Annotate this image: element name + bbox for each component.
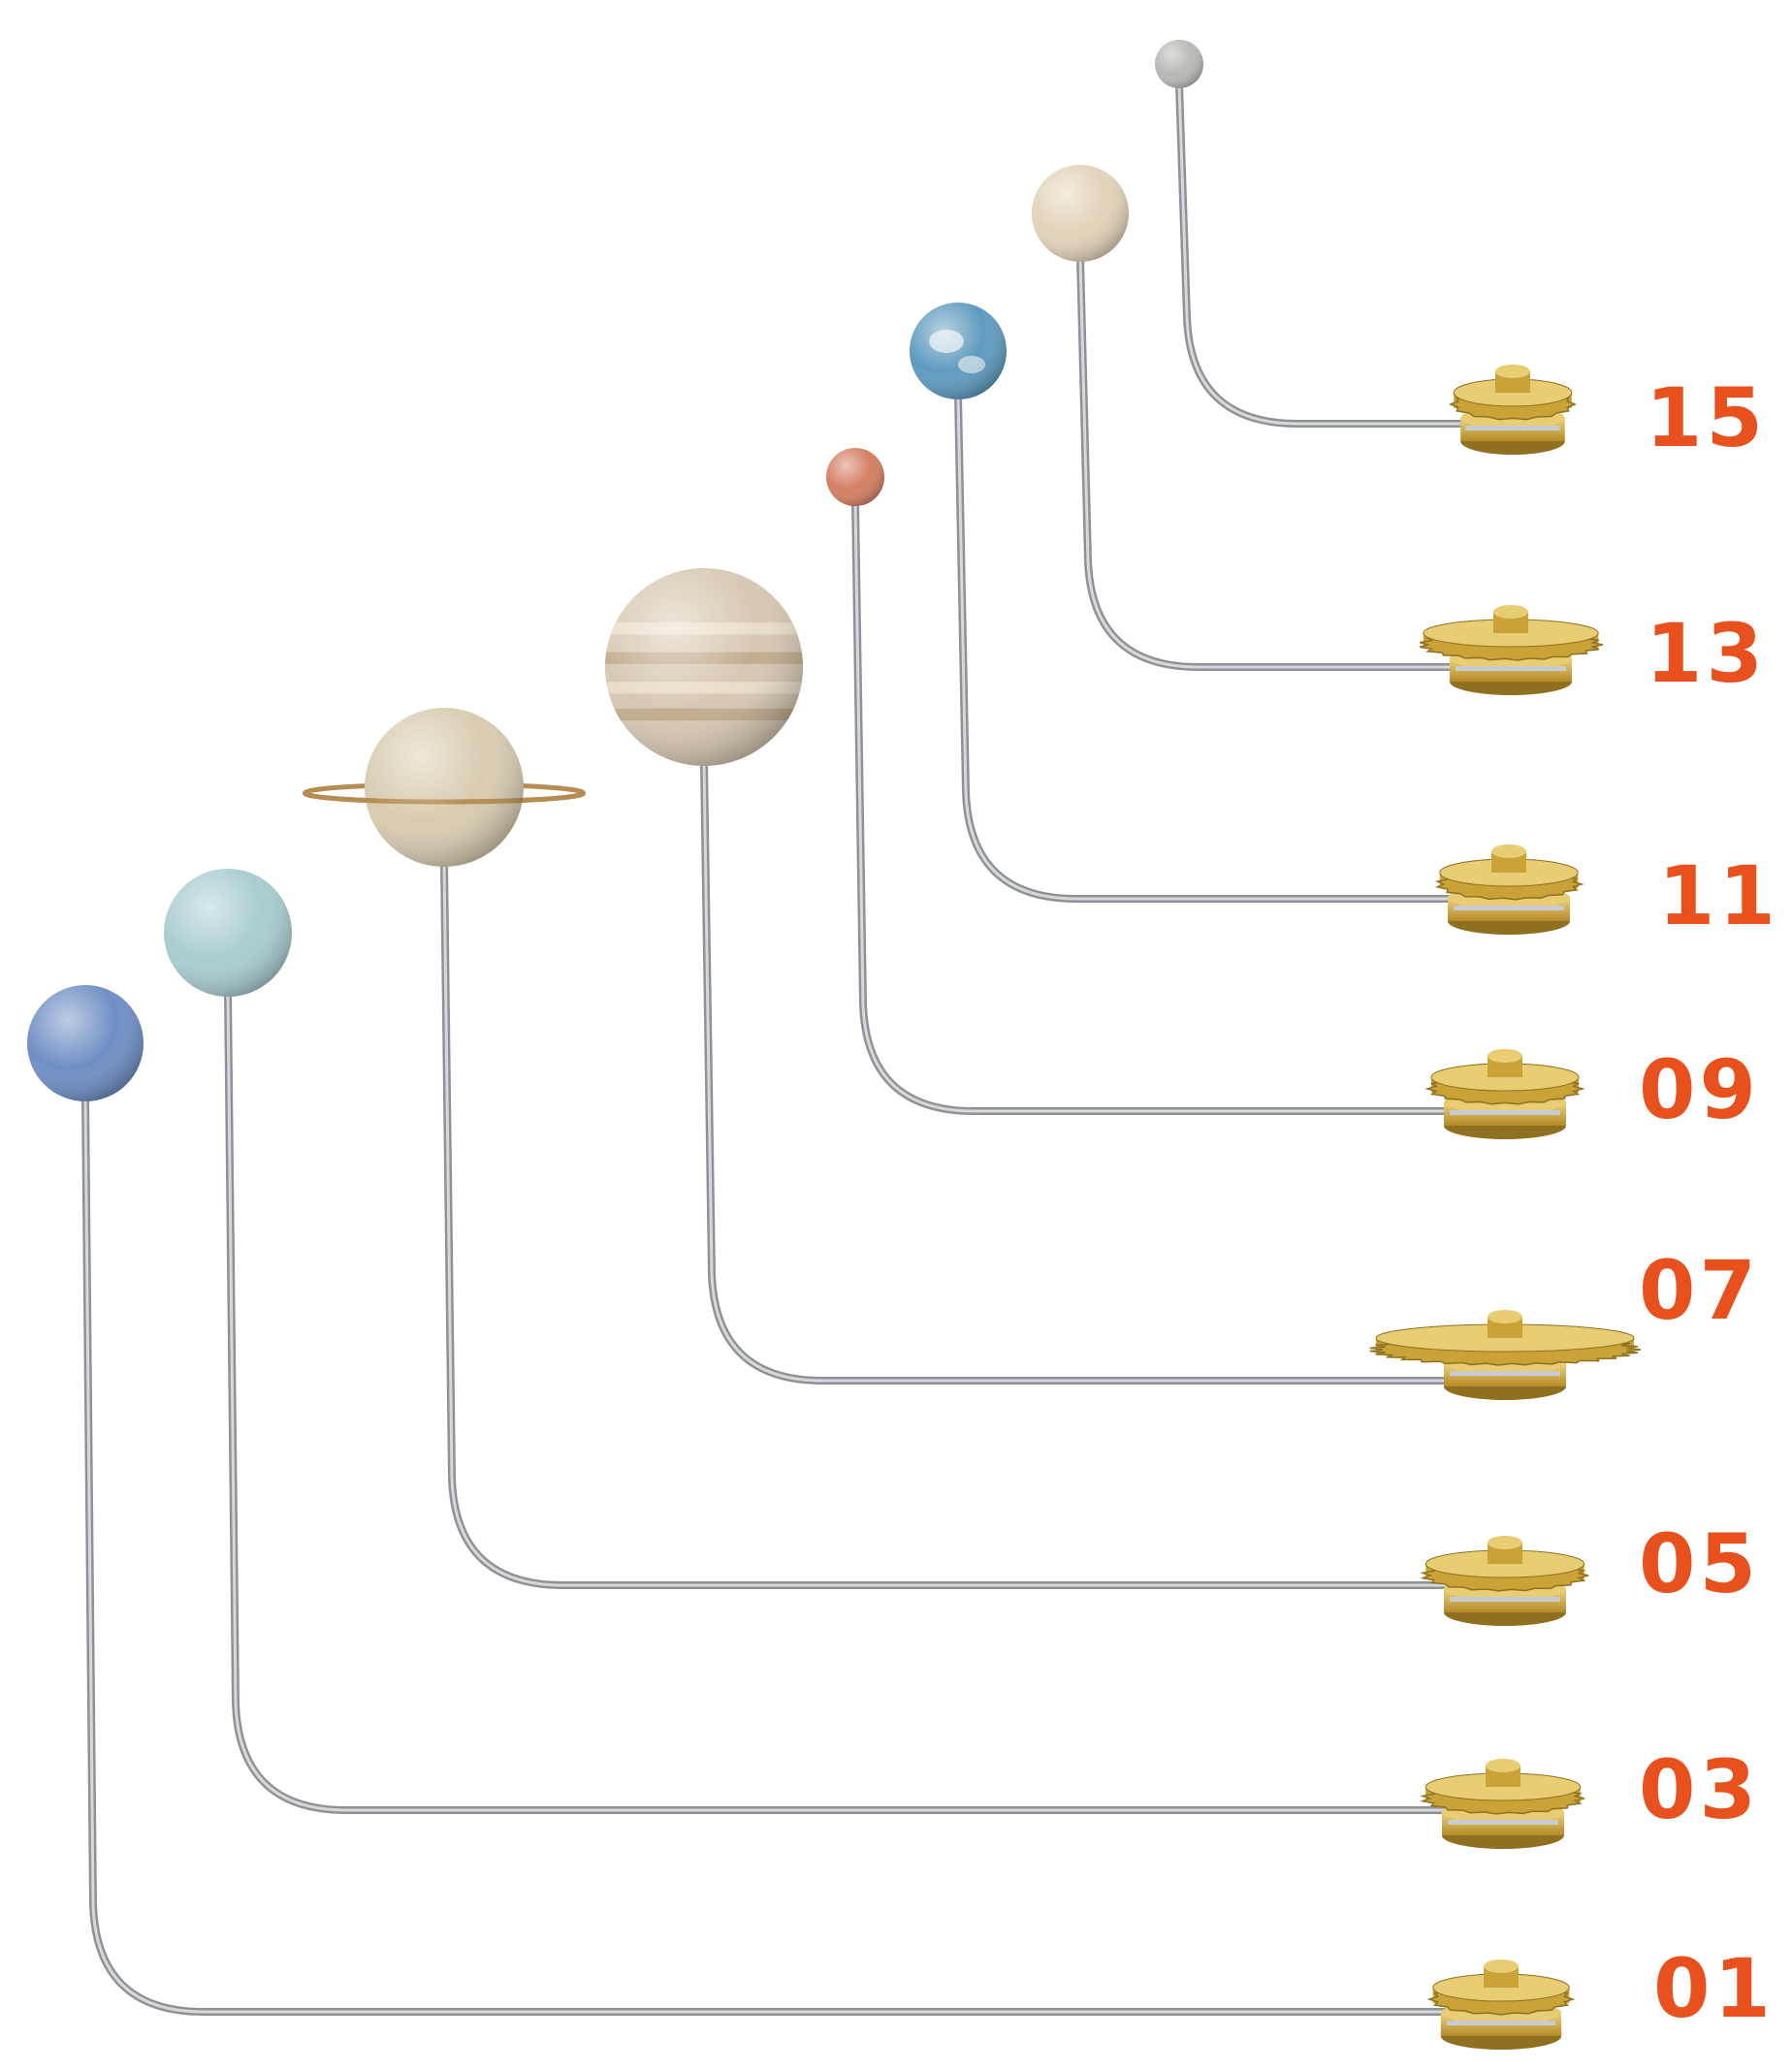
part-label-05: 05 (1639, 1516, 1760, 1611)
gear-05 (1420, 1536, 1589, 1626)
support-rod-highlight-01 (83, 1096, 1503, 2014)
gear-01 (1426, 1959, 1576, 2050)
support-rod-03 (224, 989, 1507, 1814)
support-rod-13 (1076, 254, 1515, 671)
gear-13 (1419, 605, 1604, 695)
uranus-planet-icon (164, 869, 292, 997)
part-label-03: 03 (1639, 1742, 1760, 1837)
gear-15 (1449, 365, 1577, 455)
support-rod-05 (440, 859, 1509, 1589)
part-label-07: 07 (1639, 1243, 1760, 1338)
support-rod-09 (851, 498, 1509, 1115)
gear-07 (1369, 1310, 1642, 1400)
support-rod-highlight-07 (702, 760, 1507, 1383)
neptune-planet-icon (27, 985, 144, 1101)
support-rod-01 (81, 1094, 1505, 2016)
support-rod-highlight-13 (1078, 256, 1513, 669)
part-label-11: 11 (1658, 848, 1779, 943)
support-rod-highlight-11 (956, 394, 1511, 901)
earth-planet-icon (910, 303, 1007, 399)
mercury-planet-icon (1155, 40, 1203, 88)
part-label-09: 09 (1639, 1042, 1760, 1137)
support-rod-highlight-03 (226, 991, 1505, 1812)
part-label-01: 01 (1653, 1941, 1775, 2036)
jupiter-planet-icon (605, 568, 803, 766)
saturn-planet-icon (303, 708, 586, 867)
gear-09 (1424, 1049, 1585, 1139)
support-rod-15 (1175, 80, 1517, 428)
support-rod-highlight-09 (853, 500, 1507, 1113)
support-rod-highlight-05 (442, 861, 1507, 1587)
support-rod-highlight-15 (1177, 82, 1515, 426)
gear-03 (1420, 1759, 1585, 1849)
support-rod-07 (700, 758, 1509, 1385)
gear-11 (1434, 844, 1584, 935)
part-label-13: 13 (1646, 606, 1767, 701)
mars-planet-icon (826, 448, 884, 506)
part-label-15: 15 (1646, 370, 1767, 465)
venus-planet-icon (1032, 165, 1129, 262)
